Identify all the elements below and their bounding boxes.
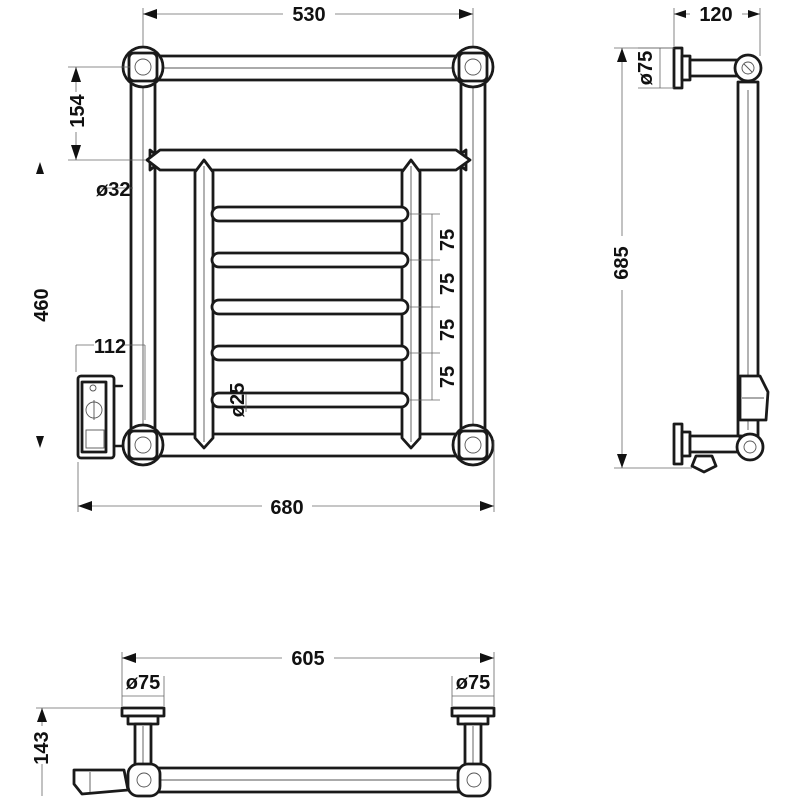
side-elbow-top: [733, 53, 763, 83]
dim-top-offset: 154: [67, 66, 146, 161]
dim-top-width-label: 530: [292, 4, 325, 26]
dim-side-depth: 120: [673, 4, 761, 56]
front-view: 530 154 ø32 460 112: [31, 4, 495, 519]
front-inner-right-post: [400, 158, 422, 450]
dim-top-view-width-label: 605: [291, 648, 324, 670]
dim-rail-diameter-label: ø25: [227, 383, 249, 417]
side-view: 120 ø75 685: [611, 4, 770, 474]
front-cross-bar: [145, 148, 472, 172]
side-flange-top: [672, 46, 742, 90]
front-corner-knob-top-left: [121, 45, 165, 89]
side-elbow-bottom: [735, 432, 765, 462]
dim-side-flange: ø75: [635, 47, 674, 89]
dim-side-depth-label: 120: [699, 4, 732, 26]
dim-side-height: 685: [611, 47, 692, 469]
dim-top-flange-right: ø75: [451, 672, 494, 706]
front-corner-knob-top-right: [451, 45, 495, 89]
top-view: 605 ø75 ø75 143: [31, 648, 496, 798]
dim-top-offset-label: 154: [67, 93, 89, 127]
dim-rail-spacing-3: 75: [437, 319, 459, 341]
dim-rail-spacing-1: 75: [437, 229, 459, 251]
dim-rail-spacing-4: 75: [437, 366, 459, 388]
front-corner-knob-bottom-right: [451, 423, 495, 467]
dim-inner-height: 460: [31, 162, 53, 448]
dim-valve-offset-label: 112: [94, 336, 126, 358]
dim-top-width: 530: [142, 4, 474, 46]
top-heating-element: [72, 768, 130, 796]
dim-top-flange-left-label: ø75: [126, 672, 160, 694]
dim-pipe-diameter: ø32: [96, 179, 133, 201]
dim-overall-width: 680: [77, 440, 495, 519]
dim-inner-height-label: 460: [31, 288, 53, 321]
top-right-mount: [450, 706, 496, 770]
dim-top-projection: 143: [31, 707, 120, 796]
front-right-pipe: [459, 62, 487, 446]
dim-rail-spacing: 75 75 75 75: [410, 213, 459, 401]
front-towel-rails: [210, 205, 410, 409]
dim-rail-spacing-2: 75: [437, 273, 459, 295]
dim-valve-offset: 112: [75, 336, 146, 420]
front-left-pipe: [129, 62, 157, 446]
top-elbow-left: [126, 762, 162, 798]
dim-pipe-diameter-label: ø32: [96, 179, 130, 201]
dim-rail-diameter: ø25: [227, 383, 249, 417]
dim-side-height-label: 685: [611, 246, 633, 279]
front-bottom-rail: [141, 432, 475, 458]
dim-top-view-width: 605: [121, 648, 495, 706]
side-flange-bottom: [672, 422, 742, 474]
front-inner-left-post: [193, 158, 215, 450]
top-main-rail: [148, 766, 472, 794]
dim-top-projection-label: 143: [31, 731, 53, 764]
dim-side-flange-label: ø75: [635, 51, 657, 85]
top-elbow-right: [456, 762, 492, 798]
dim-top-flange-right-label: ø75: [456, 672, 490, 694]
front-top-rail: [141, 54, 475, 82]
dim-top-flange-left: ø75: [122, 672, 165, 706]
front-heating-element-box: [76, 374, 124, 460]
top-left-mount: [120, 706, 166, 770]
front-corner-knob-bottom-left: [121, 423, 165, 467]
dim-overall-width-label: 680: [270, 497, 303, 519]
side-heating-element: [738, 374, 770, 422]
